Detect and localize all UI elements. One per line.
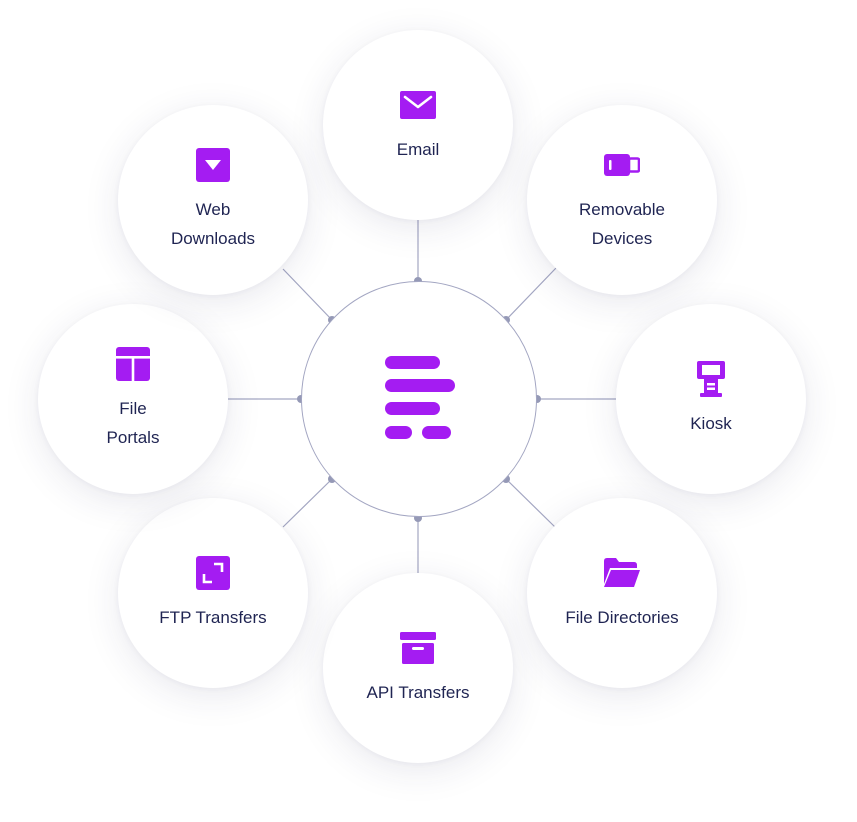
node-removable-devices: Removable Devices <box>527 105 717 295</box>
usb-drive-icon <box>604 154 640 176</box>
connector-line <box>282 268 333 321</box>
node-file-portals: File Portals <box>38 304 228 494</box>
layered-bars-logo-icon <box>385 356 455 439</box>
envelope-icon <box>400 90 436 119</box>
layout-grid-icon <box>116 347 150 381</box>
node-label: Web Downloads <box>170 200 256 248</box>
node-label: Removable Devices <box>579 200 665 248</box>
node-label: API Transfers <box>366 682 470 702</box>
node-file-directories: File Directories <box>527 498 717 688</box>
node-email: Email <box>323 30 513 220</box>
expand-arrows-icon <box>196 555 230 590</box>
node-web-downloads: Web Downloads <box>118 105 308 295</box>
node-label: File Directories <box>565 607 679 627</box>
node-label: Kiosk <box>690 413 732 433</box>
node-label: File Portals <box>106 399 160 447</box>
archive-box-icon <box>400 631 436 664</box>
kiosk-terminal-icon <box>697 360 725 397</box>
connector-line <box>282 478 333 528</box>
node-api-transfers: API Transfers <box>323 573 513 763</box>
open-folder-icon <box>604 557 640 587</box>
node-label: FTP Transfers <box>159 607 267 627</box>
node-kiosk: Kiosk <box>616 304 806 494</box>
node-label: Email <box>396 139 440 159</box>
node-ftp-transfers: FTP Transfers <box>118 498 308 688</box>
connector-line <box>505 267 557 321</box>
download-arrow-icon <box>196 148 230 182</box>
hub-circle <box>301 281 537 517</box>
connector-line <box>505 478 557 529</box>
